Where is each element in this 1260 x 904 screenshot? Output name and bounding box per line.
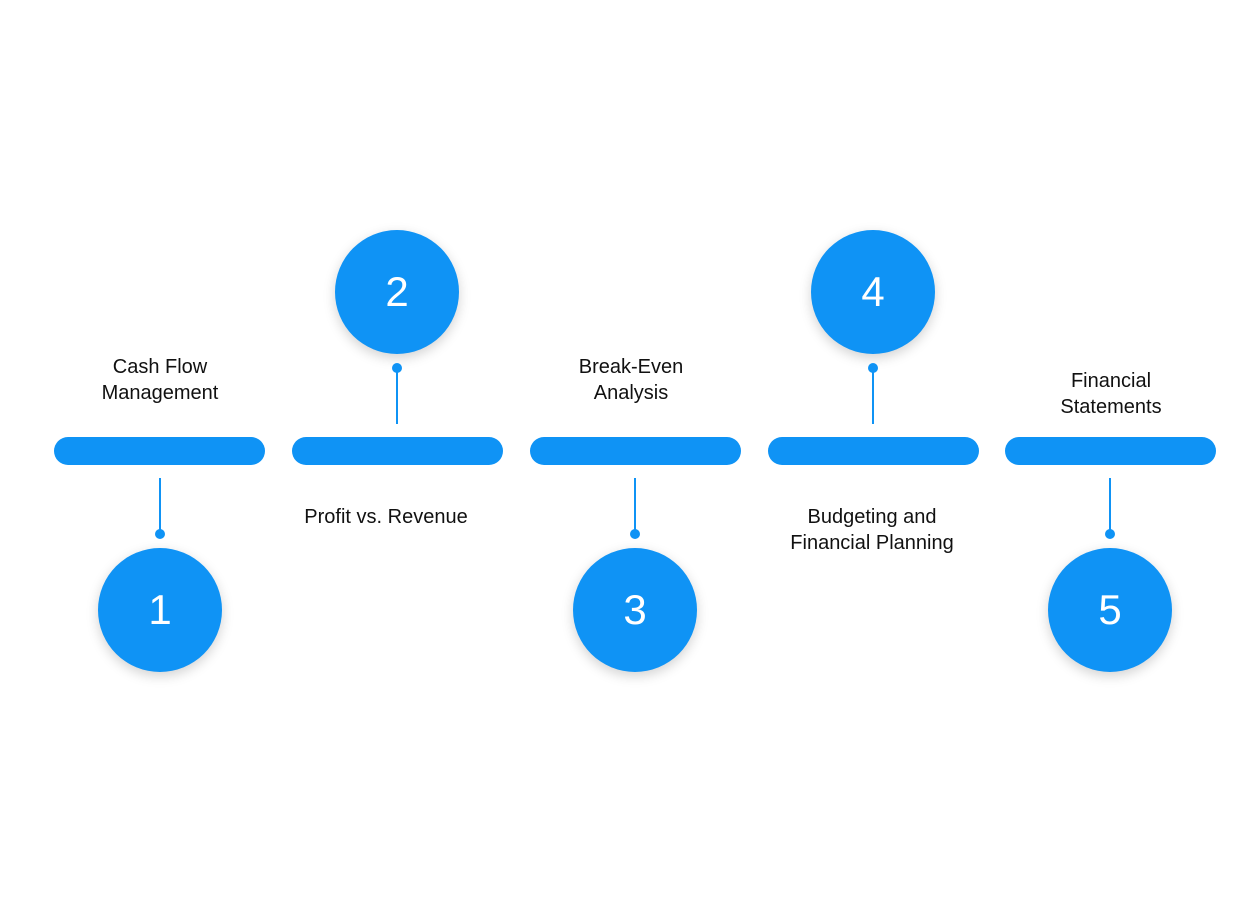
step-3-connector	[634, 478, 636, 534]
step-2-connector	[396, 368, 398, 424]
step-1-connector-dot	[155, 529, 165, 539]
step-4-connector	[872, 368, 874, 424]
step-1-label: Cash Flow Management	[101, 356, 219, 404]
step-5-connector-dot	[1105, 529, 1115, 539]
step-1-bar	[54, 437, 265, 465]
step-2-circle: 2	[335, 230, 459, 354]
step-1-connector	[159, 478, 161, 534]
step-4-circle: 4	[811, 230, 935, 354]
step-1-circle: 1	[98, 548, 222, 672]
step-3-connector-dot	[630, 529, 640, 539]
step-2-bar	[292, 437, 503, 465]
step-4-label: Budgeting and Financial Planning	[790, 506, 954, 554]
step-3-bar	[530, 437, 741, 465]
step-5-connector	[1109, 478, 1111, 534]
step-2-label: Profit vs. Revenue	[304, 506, 468, 528]
step-5-label: Financial Statements	[1060, 370, 1162, 418]
step-4-bar	[768, 437, 979, 465]
step-5-circle: 5	[1048, 548, 1172, 672]
step-3-label: Break-Even Analysis	[578, 356, 684, 404]
step-3-circle: 3	[573, 548, 697, 672]
step-5-bar	[1005, 437, 1216, 465]
